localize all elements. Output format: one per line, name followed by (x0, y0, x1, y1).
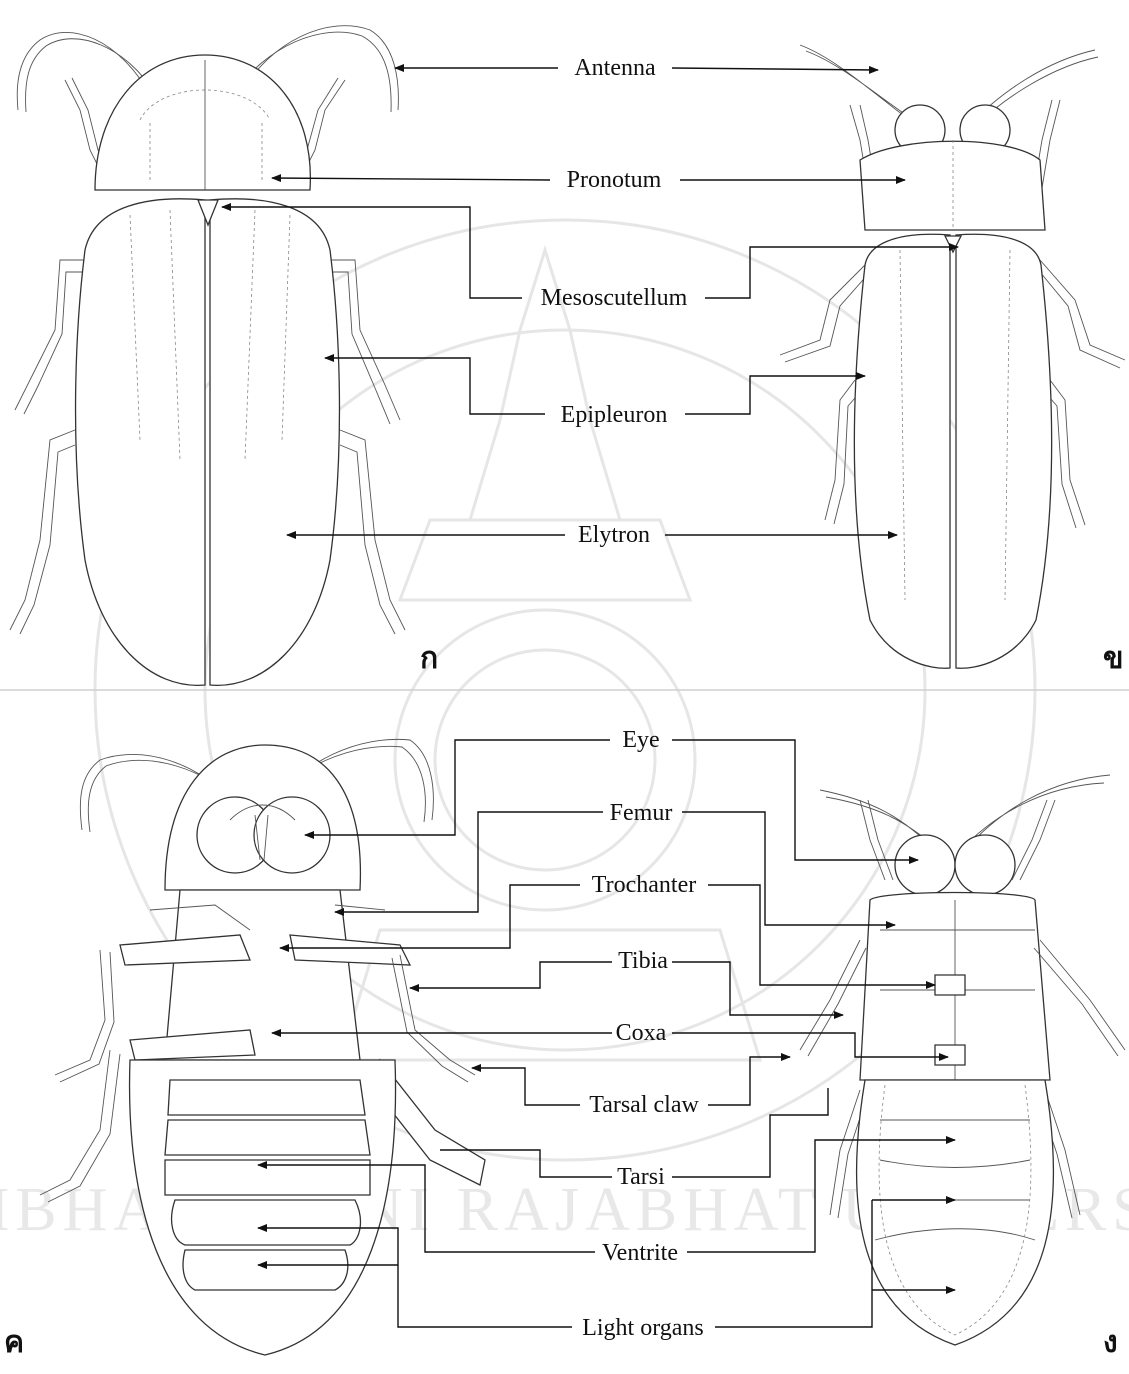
label-pronotum: Pronotum (567, 167, 662, 193)
label-tibia: Tibia (618, 948, 668, 974)
panel-label-top-left: ก (420, 641, 438, 676)
label-tarsi: Tarsi (617, 1164, 665, 1190)
label-mesoscutellum: Mesoscutellum (541, 285, 688, 311)
label-elytron: Elytron (578, 522, 650, 548)
beetle-dorsal-left (10, 26, 405, 686)
leader-tibia-left (410, 962, 612, 988)
label-antenna: Antenna (574, 55, 656, 81)
label-eye: Eye (622, 727, 659, 753)
leader-tarsal-claw-left (472, 1068, 580, 1105)
leader-epipleuron-right (685, 376, 865, 414)
label-tarsal-claw: Tarsal claw (589, 1092, 699, 1118)
beetle-ventral-left (40, 739, 485, 1355)
label-femur: Femur (610, 800, 673, 826)
label-light-organs: Light organs (582, 1315, 704, 1341)
leader-pronotum-left (272, 178, 550, 180)
label-ventrite: Ventrite (602, 1240, 678, 1266)
panel-label-bottom-left: ค (4, 1325, 24, 1360)
label-trochanter: Trochanter (592, 872, 696, 898)
leader-tibia-right (672, 962, 843, 1015)
label-coxa: Coxa (616, 1020, 667, 1046)
leader-femur-right (682, 812, 895, 925)
panel-label-bottom-right: ง (1103, 1325, 1118, 1360)
leader-antenna-right (672, 68, 878, 70)
leader-eye-right (672, 740, 918, 860)
leader-femur-left (335, 812, 603, 912)
panel-label-top-right: ข (1103, 641, 1124, 676)
leader-tarsal-claw-right (708, 1057, 790, 1105)
label-epipleuron: Epipleuron (561, 402, 668, 428)
beetle-dorsal-right (780, 45, 1125, 668)
